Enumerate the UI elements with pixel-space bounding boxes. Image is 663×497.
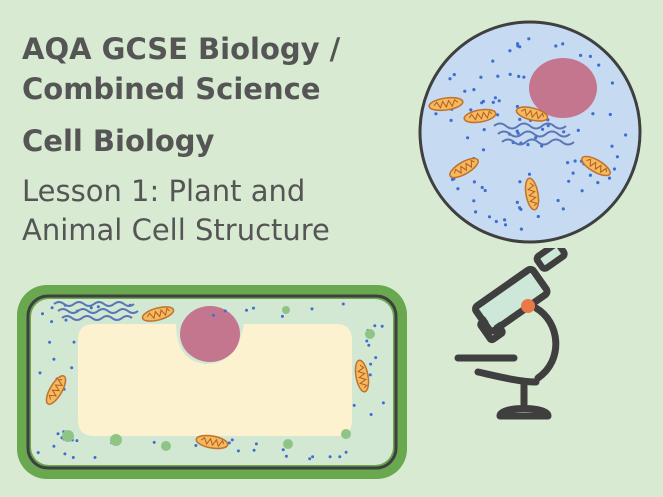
animal-cell-icon xyxy=(418,20,642,244)
title-line-2: Combined Science xyxy=(22,72,321,106)
title-line-1: AQA GCSE Biology / xyxy=(22,32,341,66)
lesson-line-2: Animal Cell Structure xyxy=(22,213,330,247)
plant-cell-icon xyxy=(17,285,407,479)
microscope-icon xyxy=(454,248,568,420)
topic-heading: Cell Biology xyxy=(22,124,215,158)
lesson-line-1: Lesson 1: Plant and xyxy=(22,174,306,208)
